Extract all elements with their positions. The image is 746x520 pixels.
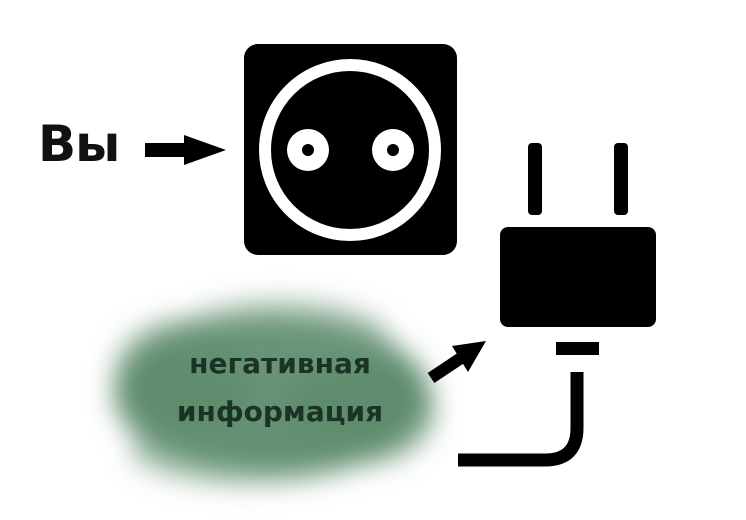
power-plug-icon <box>458 143 656 467</box>
arrow-right-icon <box>145 135 226 165</box>
arrow-up-right-icon <box>427 341 486 383</box>
negative-info-label: негативная информация <box>146 340 414 436</box>
negative-info-line1: негативная <box>189 347 371 380</box>
you-label: Вы <box>38 115 120 173</box>
negative-cloud <box>114 300 435 485</box>
negative-info-line2: информация <box>176 395 384 428</box>
power-socket-icon <box>244 44 457 255</box>
